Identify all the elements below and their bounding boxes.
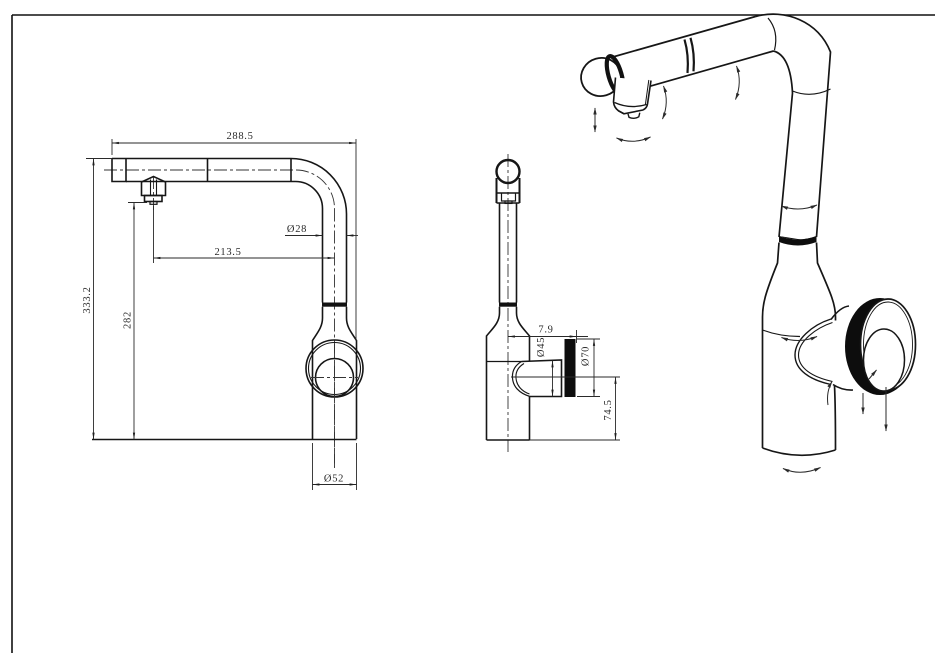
- arrow-pipe-rotate: [780, 204, 818, 210]
- body-left-edge: [311, 306, 324, 439]
- front-body-left: [485, 306, 501, 440]
- body-right-3d-upper: [815, 242, 837, 321]
- body-right-edge: [345, 306, 358, 439]
- boss-base-outer: [794, 318, 832, 386]
- body-base-3d: [762, 447, 836, 457]
- spout-end-circle: [495, 158, 521, 185]
- dim-overall-height: 333.2: [82, 286, 93, 313]
- front-boss-curve-inner: [515, 363, 530, 395]
- riser-joint-band: [322, 302, 347, 307]
- spray-head-detail: [149, 179, 158, 196]
- body-left-3d: [761, 242, 780, 448]
- front-body-right: [515, 306, 531, 440]
- perspective-view: [580, 13, 917, 473]
- tube-fill: [611, 16, 774, 96]
- pipe-seam: [792, 88, 831, 95]
- arrow-wheel-up: [868, 369, 877, 380]
- dim-base-diameter: Ø52: [324, 474, 344, 485]
- arrow-body-rotate: [780, 336, 818, 342]
- front-head-sides: [495, 178, 521, 203]
- bend-inner: [773, 50, 794, 238]
- front-tube: [498, 203, 518, 303]
- handle-disc-edge: [564, 339, 576, 397]
- front-aerator-nub: [504, 200, 513, 205]
- front-joint-band: [499, 302, 517, 307]
- head-left-edge: [612, 77, 625, 115]
- side-view: 288.5 333.2 282 213.5 Ø28 Ø52: [82, 131, 364, 490]
- riser-joint-band-3d: [779, 236, 817, 246]
- aerator-top-line: [614, 101, 647, 108]
- bend-centerline: [295, 169, 335, 209]
- head-bottom-edge: [618, 109, 644, 115]
- aerator-nub: [149, 200, 158, 205]
- dim-handle-height: 74.5: [603, 399, 614, 420]
- arrow-head-swivel: [615, 136, 652, 143]
- dim-wheel-diameter: Ø70: [581, 346, 592, 366]
- motion-arrows: [593, 65, 888, 473]
- boss-bottom-3d: [832, 383, 854, 391]
- front-aerator: [500, 193, 517, 202]
- riser-fill: [755, 14, 836, 456]
- arrow-boss-rotate: [827, 381, 833, 406]
- side-view-labels: 288.5 333.2 282 213.5 Ø28 Ø52: [82, 131, 344, 485]
- front-view: 7.9 Ø45 Ø70 74.5: [485, 154, 620, 452]
- bend-seam: [767, 17, 777, 51]
- boss-base-inner: [797, 321, 833, 383]
- front-view-labels: 7.9 Ø45 Ø70 74.5: [536, 325, 614, 421]
- dim-handle-offset: 7.9: [538, 325, 553, 336]
- dim-boss-diameter: Ø45: [536, 337, 547, 357]
- arrow-tube-tilt-1: [662, 85, 668, 120]
- front-boss-curve-outer: [511, 360, 531, 398]
- dim-tube-diameter: Ø28: [287, 224, 307, 235]
- head-nub: [627, 112, 641, 119]
- tube-band-2: [689, 37, 695, 72]
- dim-spout-reach: 213.5: [214, 247, 241, 258]
- bend-outer: [755, 13, 832, 238]
- head-right-edge: [642, 80, 652, 111]
- arrow-base-rotate: [782, 467, 822, 473]
- perspective-spray-head: [612, 77, 652, 119]
- handle-wheel: [845, 298, 917, 395]
- dim-spout-outlet-height: 282: [123, 311, 134, 329]
- tube-top-edge: [610, 15, 756, 59]
- spout-inner-outline: [126, 180, 324, 303]
- boss-top-3d: [830, 305, 850, 320]
- riser-joint-band-3d-b: [779, 236, 817, 246]
- spout-end-cap: [111, 158, 127, 183]
- body-right-3d-lower: [833, 385, 837, 451]
- tube-band-1: [683, 39, 689, 74]
- wheel-dome: [862, 328, 906, 392]
- head-right-inner: [644, 79, 650, 105]
- front-boss-outline: [521, 359, 563, 398]
- spout-outer-outline: [112, 157, 348, 303]
- dim-overall-width: 288.5: [226, 131, 253, 142]
- arrow-tube-tilt-2: [735, 65, 741, 101]
